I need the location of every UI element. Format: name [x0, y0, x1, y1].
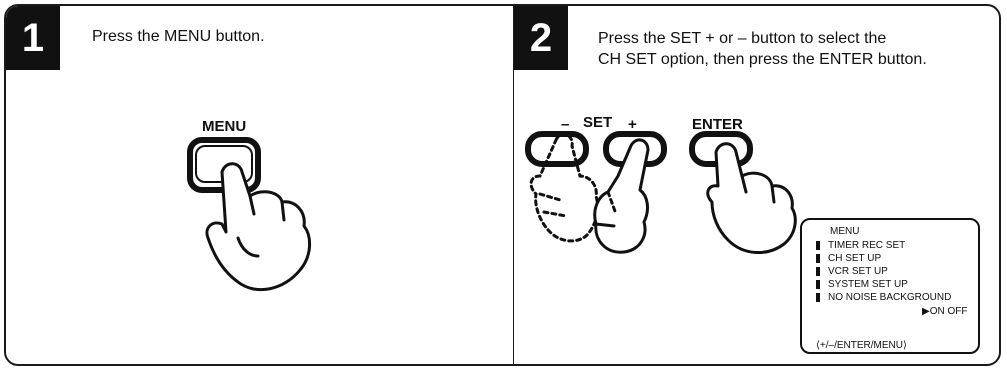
- osd-marker: [816, 267, 820, 276]
- enter-hand-icon: [708, 144, 796, 253]
- osd-marker: [816, 254, 820, 263]
- osd-marker: [816, 280, 820, 289]
- osd-item-ch-set-up: CH SET UP: [828, 253, 881, 264]
- osd-item-vcr-set-up: VCR SET UP: [828, 266, 888, 277]
- osd-key-hint: ⟨+/–/ENTER/MENU⟩: [816, 340, 907, 351]
- osd-item-system-set-up: SYSTEM SET UP: [828, 279, 908, 290]
- osd-marker: [816, 293, 820, 302]
- osd-item-timer-rec-set: TIMER REC SET: [828, 240, 905, 251]
- osd-title: MENU: [830, 226, 859, 237]
- osd-marker: [816, 241, 820, 250]
- osd-item-no-noise-background: NO NOISE BACKGROUND: [828, 292, 951, 303]
- osd-on-off-options: ▶ON OFF: [922, 306, 967, 317]
- on-screen-menu: MENU TIMER REC SET CH SET UP VCR SET UP …: [800, 218, 980, 354]
